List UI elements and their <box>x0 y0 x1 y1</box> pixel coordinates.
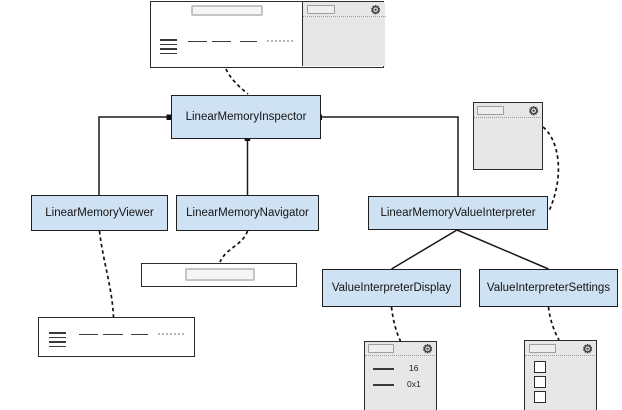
edge-inspector-viewer <box>98 116 171 195</box>
gear-icon: ⚙ <box>582 341 593 356</box>
node-linear-memory-value-interpreter: LinearMemoryValueInterpreter <box>368 196 548 230</box>
checkbox-icon <box>534 376 546 388</box>
value-label: 0x1 <box>407 379 421 389</box>
memory-rows-icon <box>160 39 177 41</box>
node-linear-memory-viewer: LinearMemoryViewer <box>31 195 168 231</box>
ascii-preview-dots <box>267 39 293 42</box>
node-label: LinearMemoryInspector <box>185 111 307 123</box>
link-viewer-mockup <box>98 230 115 318</box>
edge-inspector-valueinterpreter <box>321 116 459 196</box>
node-linear-memory-navigator: LinearMemoryNavigator <box>176 195 319 231</box>
separator-dotted <box>365 355 435 356</box>
memory-rows-icon <box>160 52 177 55</box>
memory-rows-icon <box>160 48 177 50</box>
separator-dotted <box>525 355 595 356</box>
checkbox-icon <box>534 361 546 373</box>
link-settings-mockup <box>547 306 560 341</box>
value-type-dash <box>373 368 394 370</box>
gear-icon: ⚙ <box>528 103 539 118</box>
node-label: ValueInterpreterDisplay <box>331 282 452 294</box>
byte-group-dash <box>188 40 207 43</box>
byte-group-dash <box>103 333 123 336</box>
value-type-dash <box>373 384 394 386</box>
settings-mockup-window: ⚙ <box>524 340 597 410</box>
edge-valueinterpreter-children <box>391 229 549 270</box>
memory-rows-icon <box>49 332 66 334</box>
gear-icon: ⚙ <box>422 342 433 356</box>
separator-dotted <box>474 116 541 118</box>
memory-rows-icon <box>49 341 66 343</box>
display-mockup-window: ⚙ 16 0x1 <box>364 341 437 410</box>
memory-rows-icon <box>49 345 66 348</box>
settings-input-mockup <box>529 344 556 353</box>
byte-group-dash <box>131 333 148 336</box>
node-label: ValueInterpreterSettings <box>486 282 611 294</box>
interpreter-input-mockup <box>477 105 504 115</box>
gear-icon: ⚙ <box>370 2 381 17</box>
link-navigator-mockup <box>219 230 249 263</box>
display-input-mockup <box>368 344 394 353</box>
byte-group-dash <box>212 40 231 43</box>
byte-group-dash <box>79 333 98 336</box>
address-input-mockup <box>191 5 263 16</box>
separator-dotted <box>303 15 386 17</box>
memory-rows-icon <box>49 336 66 339</box>
arrow-marker-left <box>166 114 172 120</box>
node-label: LinearMemoryValueInterpreter <box>380 207 536 219</box>
node-label: LinearMemoryNavigator <box>186 207 309 219</box>
link-display-mockup <box>390 306 402 342</box>
viewer-mockup-window <box>38 317 195 357</box>
memory-rows-icon <box>160 43 177 46</box>
node-value-interpreter-display: ValueInterpreterDisplay <box>322 269 461 307</box>
node-label: LinearMemoryViewer <box>45 207 154 219</box>
node-linear-memory-inspector: LinearMemoryInspector <box>171 95 321 139</box>
checkbox-icon <box>534 391 546 403</box>
sidebar-input-mockup <box>307 4 335 14</box>
byte-group-dash <box>240 40 257 43</box>
navigator-mockup-window <box>141 263 297 287</box>
ascii-preview-dots <box>158 332 184 335</box>
valueinterpreter-mockup-window: ⚙ <box>473 102 543 170</box>
inspector-mockup-window: ⚙ <box>150 1 386 68</box>
link-inspector-mockup <box>225 68 249 95</box>
value-label: 16 <box>409 363 419 373</box>
node-value-interpreter-settings: ValueInterpreterSettings <box>479 269 618 307</box>
navigator-input-mockup <box>185 268 255 281</box>
inspector-mockup-sidebar: ⚙ <box>302 2 386 66</box>
